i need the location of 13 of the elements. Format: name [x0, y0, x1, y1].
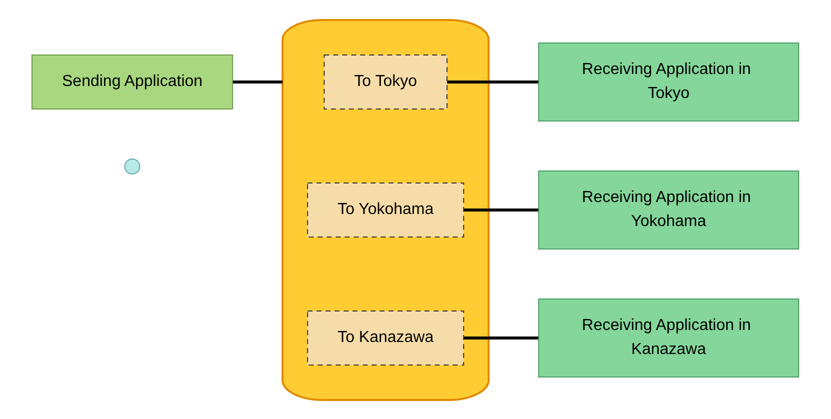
node-box: To Kanazawa: [307, 310, 464, 365]
node-ellipse: [124, 158, 140, 174]
node-box: Receiving Application in Kanazawa: [538, 298, 800, 377]
connector: [464, 336, 539, 339]
connector: [464, 208, 539, 211]
node-box: Sending Application: [32, 54, 234, 109]
connector: [447, 80, 539, 83]
node-box: To Yokohama: [307, 182, 464, 237]
node-box: To Tokyo: [324, 54, 448, 109]
connector: [232, 80, 283, 83]
cluster: [282, 18, 490, 400]
node-box: Receiving Application in Tokyo: [538, 42, 800, 121]
node-box: Receiving Application in Yokohama: [538, 170, 800, 249]
